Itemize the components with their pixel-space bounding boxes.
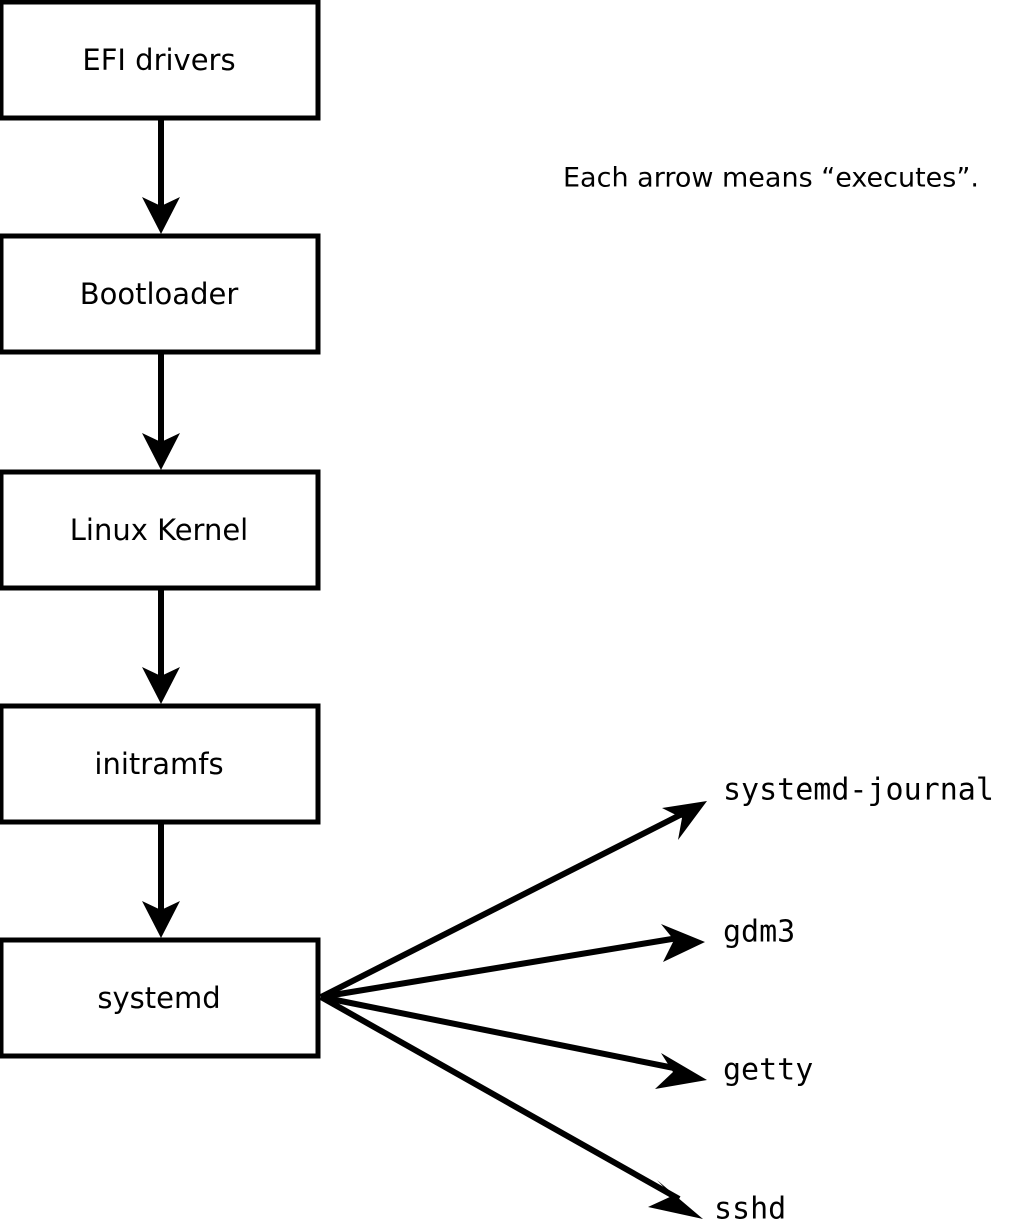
node-label: Linux Kernel xyxy=(70,513,248,547)
leaf-label-sshd: sshd xyxy=(714,1192,786,1227)
fanout-arrow-head-icon xyxy=(661,924,705,962)
leaf-label-gdm3: gdm3 xyxy=(723,915,795,950)
chain-arrow-kernel-to-initramfs xyxy=(142,588,180,704)
fanout-arrow-sshd xyxy=(319,994,703,1219)
chain-arrow-head-icon xyxy=(142,433,180,470)
fanout-arrow-gdm3 xyxy=(320,924,705,1000)
leaf-label-systemd-journal: systemd-journal xyxy=(723,773,994,808)
fanout-arrow-systemd-journal xyxy=(319,801,707,1000)
node-label: EFI drivers xyxy=(82,43,235,77)
node-linux-kernel[interactable]: Linux Kernel xyxy=(0,469,321,591)
fanout-arrow-line xyxy=(320,934,685,1000)
node-box[interactable] xyxy=(0,937,321,1059)
fanout-arrow-getty xyxy=(320,994,707,1089)
node-label: systemd xyxy=(97,981,220,1015)
leaf-label-getty: getty xyxy=(723,1053,813,1088)
node-box[interactable] xyxy=(0,469,321,591)
fanout-arrow-line xyxy=(319,809,688,1000)
node-box[interactable] xyxy=(0,0,321,121)
node-bootloader[interactable]: Bootloader xyxy=(0,233,321,355)
fanout-arrow-line xyxy=(320,994,685,1073)
node-efi-drivers[interactable]: EFI drivers xyxy=(0,0,321,121)
fanout-arrow-line xyxy=(319,994,681,1202)
chain-arrow-head-icon xyxy=(142,901,180,938)
fanout-arrow-head-icon xyxy=(662,801,707,840)
chain-arrow-efi-to-bootloader xyxy=(142,118,180,234)
chain-arrow-head-icon xyxy=(142,197,180,234)
node-systemd[interactable]: systemd xyxy=(0,937,321,1059)
fanout-arrow-head-icon xyxy=(648,1180,703,1219)
diagram-caption: Each arrow means “executes”. xyxy=(563,163,979,194)
node-box[interactable] xyxy=(0,233,321,355)
fanout-arrow-head-icon xyxy=(655,1053,707,1089)
node-label: initramfs xyxy=(94,747,223,781)
chain-arrow-head-icon xyxy=(142,667,180,704)
chain-arrow-initramfs-to-systemd xyxy=(142,822,180,938)
node-label: Bootloader xyxy=(80,277,239,311)
node-box[interactable] xyxy=(0,703,321,825)
chain-arrow-bootloader-to-kernel xyxy=(142,354,180,470)
node-initramfs[interactable]: initramfs xyxy=(0,703,321,825)
